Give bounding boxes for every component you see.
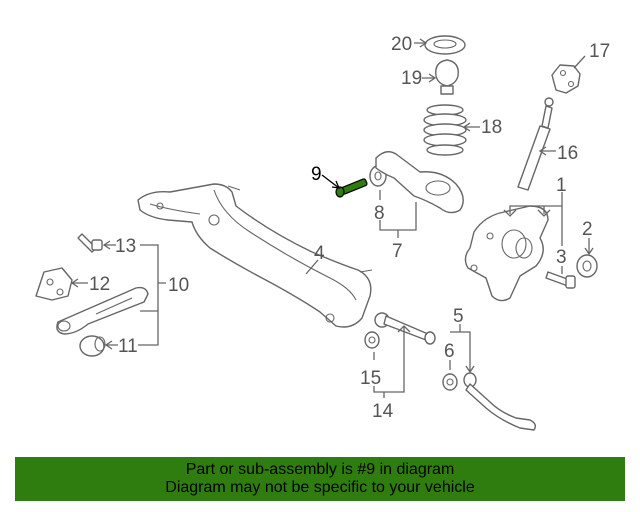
part-11-bushing[interactable]: [79, 335, 106, 357]
part-notice-banner: Part or sub-assembly is #9 in diagram Di…: [15, 457, 625, 501]
label-10[interactable]: 10: [168, 275, 189, 296]
part-2-bushing[interactable]: [576, 254, 598, 278]
leader-5: [450, 324, 475, 374]
leader-18: [462, 122, 480, 132]
leader-7: [379, 202, 417, 231]
label-13[interactable]: 13: [115, 236, 136, 257]
part-20-spring-seat[interactable]: [424, 35, 466, 55]
part-12-bracket[interactable]: [35, 267, 73, 301]
notice-line-2: Diagram may not be specific to your vehi…: [165, 479, 475, 496]
leader-14: [373, 325, 411, 393]
leader-17: [573, 55, 586, 69]
part-18-coil-spring[interactable]: [423, 104, 467, 156]
part-6-bushing[interactable]: [442, 373, 458, 391]
label-20[interactable]: 20: [391, 34, 412, 55]
part-10-trailing-arm[interactable]: [56, 286, 149, 335]
leader-12: [70, 278, 88, 288]
leader-19: [422, 73, 437, 83]
label-17[interactable]: 17: [589, 41, 610, 62]
label-11[interactable]: 11: [118, 336, 138, 357]
part-4-crossmember[interactable]: [137, 183, 373, 328]
part-17-upper-mount[interactable]: [551, 64, 581, 94]
label-5[interactable]: 5: [453, 306, 464, 327]
leader-2: [584, 238, 594, 256]
label-15[interactable]: 15: [360, 368, 381, 389]
part-5-lower-arm[interactable]: [463, 372, 537, 431]
part-15-bushing[interactable]: [364, 331, 380, 349]
parts-diagram: 20 19 18 17 16 9 8: [35, 34, 610, 431]
label-19[interactable]: 19: [401, 68, 422, 89]
part-19-bump-stop[interactable]: [435, 59, 459, 95]
label-3[interactable]: 3: [556, 247, 567, 268]
part-14-lateral-link[interactable]: [374, 312, 436, 345]
leader-16: [538, 146, 556, 156]
label-16[interactable]: 16: [557, 143, 578, 164]
leader-11: [104, 340, 118, 350]
part-1-knuckle[interactable]: [464, 205, 549, 302]
label-1[interactable]: 1: [556, 175, 567, 196]
part-9-bolt[interactable]: [335, 178, 368, 198]
leader-4: [305, 259, 319, 275]
label-8[interactable]: 8: [374, 203, 385, 224]
leader-20: [414, 38, 428, 48]
label-9[interactable]: 9: [311, 164, 322, 185]
leader-13: [102, 240, 116, 250]
label-14[interactable]: 14: [372, 401, 394, 422]
part-7-upper-arm[interactable]: [375, 151, 464, 214]
label-2[interactable]: 2: [582, 219, 593, 240]
notice-line-1: Part or sub-assembly is #9 in diagram: [185, 461, 455, 478]
label-7[interactable]: 7: [392, 241, 403, 262]
label-6[interactable]: 6: [444, 341, 455, 362]
part-3-bolt[interactable]: [545, 271, 576, 289]
leader-9: [321, 174, 341, 189]
label-4[interactable]: 4: [314, 243, 325, 264]
part-13-bolt[interactable]: [77, 233, 103, 253]
part-16-shock-absorber[interactable]: [517, 97, 554, 191]
label-12[interactable]: 12: [89, 274, 110, 295]
label-18[interactable]: 18: [481, 117, 502, 138]
leader-10: [138, 244, 166, 346]
